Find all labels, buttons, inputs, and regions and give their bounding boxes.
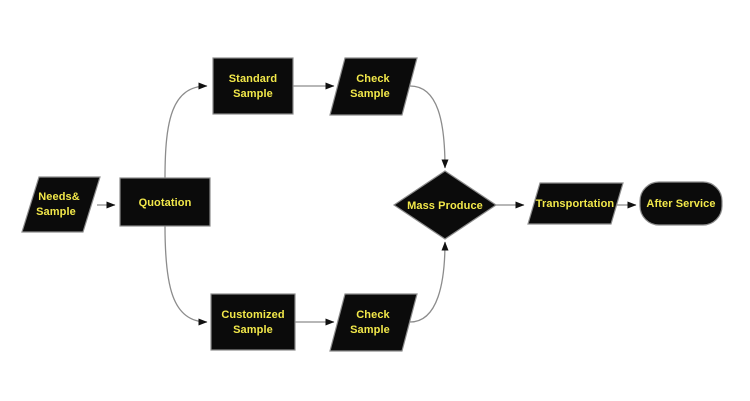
quotation-label: Quotation bbox=[139, 197, 192, 209]
after-service-label: After Service bbox=[646, 198, 715, 210]
check-sample-top-shape bbox=[329, 57, 418, 116]
transportation-label: Transportation bbox=[536, 198, 615, 210]
node-customized-sample[interactable]: Customized Sample bbox=[210, 293, 296, 351]
node-mass-produce[interactable]: Mass Produce bbox=[392, 170, 498, 240]
after-service-shape bbox=[639, 181, 723, 226]
mass-produce-shape bbox=[392, 170, 498, 240]
check-sample-top-label-line2: Sample bbox=[350, 88, 390, 100]
quotation-shape bbox=[119, 177, 211, 227]
edge-quotation-to-standard-sample bbox=[164, 82, 208, 179]
node-transportation[interactable]: Transportation bbox=[527, 182, 624, 225]
node-quotation[interactable]: Quotation bbox=[119, 177, 211, 227]
transportation-shape bbox=[527, 182, 624, 225]
edge-quotation-to-customized-sample bbox=[164, 225, 208, 326]
customized-sample-label-line2: Sample bbox=[233, 324, 273, 336]
mass-produce-label: Mass Produce bbox=[407, 200, 483, 212]
customized-sample-label-line1: Customized bbox=[221, 309, 284, 321]
node-standard-sample[interactable]: Standard Sample bbox=[212, 57, 294, 115]
customized-sample-shape bbox=[210, 293, 296, 351]
check-sample-bottom-shape bbox=[329, 293, 418, 352]
needs-sample-label-line2: Sample bbox=[36, 206, 76, 218]
check-sample-top-label-line1: Check bbox=[356, 73, 390, 85]
node-after-service[interactable]: After Service bbox=[639, 181, 723, 226]
node-check-sample-bottom[interactable]: Check Sample bbox=[329, 293, 418, 352]
standard-sample-label-line2: Sample bbox=[233, 88, 273, 100]
check-sample-bottom-label-line2: Sample bbox=[350, 324, 390, 336]
check-sample-bottom-label-line1: Check bbox=[356, 309, 390, 321]
node-check-sample-top[interactable]: Check Sample bbox=[329, 57, 418, 116]
connector-layer bbox=[97, 82, 637, 326]
needs-sample-shape bbox=[21, 176, 101, 233]
edge-check-top-to-mass-produce bbox=[409, 85, 449, 169]
node-needs-sample[interactable]: Needs& Sample bbox=[21, 176, 101, 233]
edge-check-bottom-to-mass-produce bbox=[409, 241, 449, 323]
needs-sample-label-line1: Needs& bbox=[38, 191, 80, 203]
standard-sample-shape bbox=[212, 57, 294, 115]
standard-sample-label-line1: Standard bbox=[229, 73, 277, 85]
